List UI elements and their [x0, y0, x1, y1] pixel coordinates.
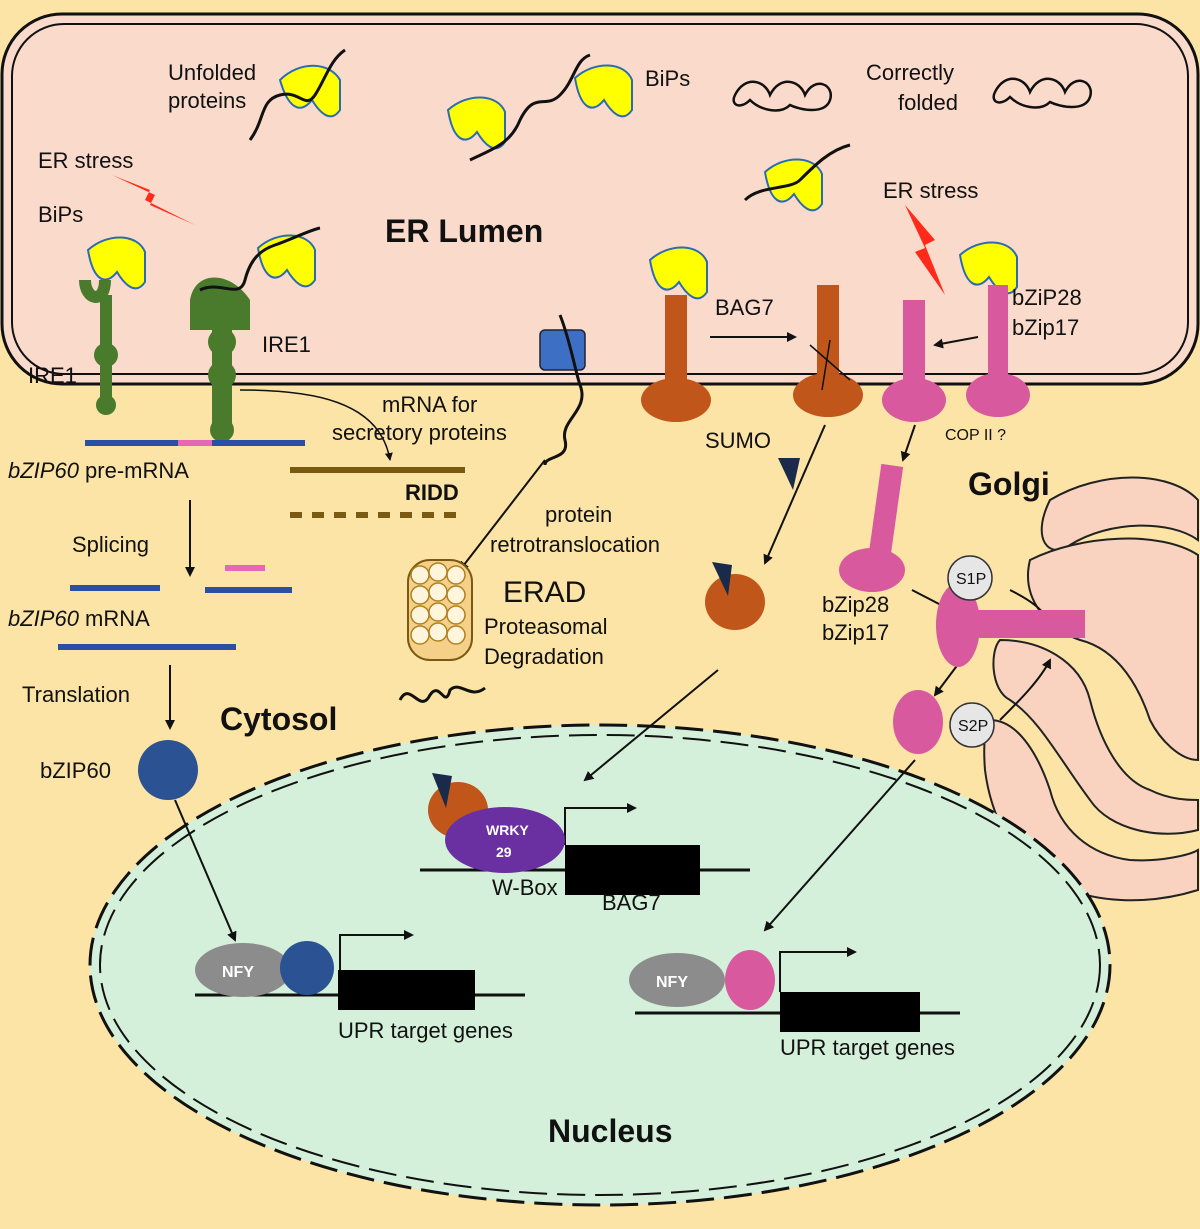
label-ire1-right: IRE1	[262, 332, 311, 357]
label-sumo: SUMO	[705, 428, 771, 453]
label-upr-left: UPR target genes	[338, 1018, 513, 1043]
label-ridd: RIDD	[405, 480, 459, 505]
nucleus-envelope	[88, 723, 1112, 1207]
label-s2p: S2P	[958, 718, 988, 735]
er-stress-bolt-right-icon	[905, 205, 945, 295]
label-correctly-1: Correctly	[866, 60, 954, 85]
label-bag7-gene: BAG7	[602, 890, 661, 915]
label-mrna-2: secretory proteins	[332, 420, 507, 445]
bag7-cytosolic-fragment	[705, 562, 765, 630]
bag7-receptor-free	[793, 285, 863, 417]
label-proteasomal: Proteasomal	[484, 614, 608, 639]
bzip28-receptor-bip	[958, 241, 1030, 417]
label-ire1-left: IRE1	[28, 363, 77, 388]
s2p-protease	[949, 702, 995, 748]
label-bips-left: BiPs	[38, 202, 83, 227]
ire1-to-ridd-arrow	[239, 389, 393, 461]
upr-gene-left	[195, 930, 525, 1010]
bzip28-receptor-free	[882, 300, 946, 422]
label-erad: ERAD	[503, 576, 586, 609]
label-s1p: S1P	[956, 571, 986, 588]
label-cop2: COP II ?	[945, 427, 1006, 444]
label-splicing: Splicing	[72, 532, 149, 557]
label-bzip60-premrna: bZIP60 pre-mRNA	[8, 458, 189, 483]
label-protein-2: retrotranslocation	[490, 532, 660, 557]
label-wrky-1: WRKY	[486, 822, 529, 838]
label-bips-top: BiPs	[645, 66, 690, 91]
label-nfy-left: NFY	[222, 964, 254, 981]
label-nfy-right: NFY	[656, 974, 688, 991]
label-er-stress-right: ER stress	[883, 178, 978, 203]
label-er-stress-left: ER stress	[38, 148, 133, 173]
translocon	[539, 329, 586, 371]
label-cytosol: Cytosol	[220, 701, 337, 737]
label-translation: Translation	[22, 682, 130, 707]
label-wbox: W-Box	[492, 875, 558, 900]
label-bag7-top: BAG7	[715, 295, 774, 320]
bip-protein-group	[248, 48, 1093, 212]
bzip60-protein	[138, 740, 198, 800]
label-er-lumen: ER Lumen	[385, 213, 543, 249]
label-upr-right: UPR target genes	[780, 1035, 955, 1060]
label-bzip28-top: bZiP28	[1012, 285, 1082, 310]
label-unfolded-1: Unfolded	[168, 60, 256, 85]
label-bzip28-mid: bZip28	[822, 592, 889, 617]
label-bzip17-mid: bZip17	[822, 620, 889, 645]
label-bzip60-mrna: bZIP60 mRNA	[8, 606, 150, 631]
proteasome-icon	[398, 559, 486, 703]
label-protein-1: protein	[545, 502, 612, 527]
label-degradation: Degradation	[484, 644, 604, 669]
label-wrky-2: 29	[496, 844, 512, 860]
upr-gene-right	[629, 947, 960, 1032]
label-bzip60-protein: bZIP60	[40, 758, 111, 783]
sumo-tag-icon	[778, 458, 800, 490]
ire1-left-receptor	[79, 236, 146, 415]
bzip28-golgi	[839, 463, 1085, 754]
bag7-gene-locus	[420, 773, 750, 895]
label-correctly-2: folded	[898, 90, 958, 115]
label-unfolded-2: proteins	[168, 88, 246, 113]
ire1-right-receptor	[190, 226, 321, 442]
label-bzip17-top: bZip17	[1012, 315, 1079, 340]
label-mrna-1: mRNA for	[382, 392, 477, 417]
bag7-receptor-bip	[641, 246, 711, 422]
label-nucleus: Nucleus	[548, 1113, 672, 1149]
bzip60-spliced-mrna	[58, 565, 292, 650]
s1p-protease	[947, 555, 993, 601]
label-golgi: Golgi	[968, 466, 1050, 502]
